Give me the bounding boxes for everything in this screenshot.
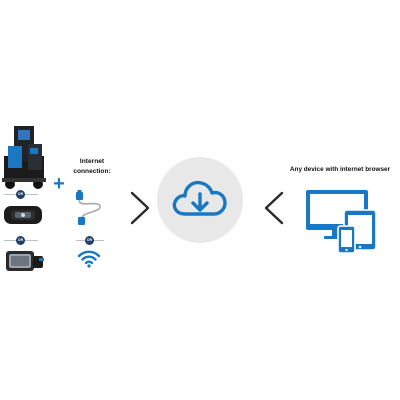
internet-connection-line2: connection: bbox=[73, 168, 111, 175]
devices-icon bbox=[306, 190, 377, 254]
wifi-icon bbox=[77, 250, 101, 268]
chevron-left-icon bbox=[264, 191, 284, 225]
welder-machine-icon bbox=[2, 126, 46, 189]
cloud-download-icon bbox=[172, 180, 227, 216]
or-badge: OR bbox=[16, 236, 25, 245]
any-device-label: Any device with internet browser bbox=[289, 166, 391, 173]
plus-icon: + bbox=[53, 173, 65, 195]
wireless-adapter-icon bbox=[6, 251, 44, 271]
internet-connection-line1: Internet bbox=[79, 158, 105, 165]
or-badge: OR bbox=[85, 236, 94, 245]
chevron-right-icon bbox=[130, 191, 150, 225]
or-badge: OR bbox=[16, 190, 25, 199]
control-module-icon bbox=[4, 206, 42, 224]
ethernet-cable-icon bbox=[76, 190, 101, 225]
internet-connection-label: Internet connection: bbox=[66, 157, 118, 177]
